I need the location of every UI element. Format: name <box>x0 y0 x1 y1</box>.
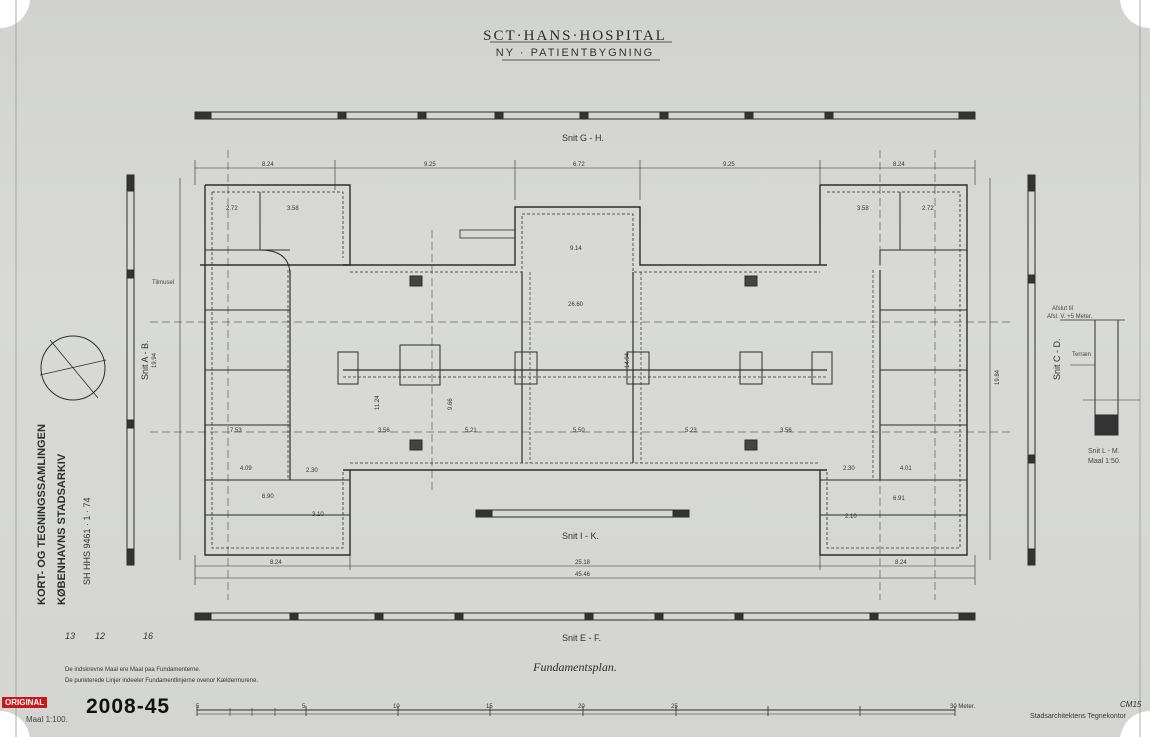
dim-overall: 45.46 <box>575 572 591 578</box>
dim-top-3: 6.72 <box>573 162 585 168</box>
scale-tick-25: 25 <box>671 704 678 710</box>
dim-room-753: 7.53 <box>230 428 242 434</box>
dim-room-2: 3.58 <box>287 206 299 212</box>
dim-room-310: 3.10 <box>312 512 324 518</box>
dim-room-356-left: 3.56 <box>378 428 390 434</box>
dim-room-230-right: 2.30 <box>843 466 855 472</box>
scale-tick-5: 5 <box>302 704 306 710</box>
section-label-l-m: Snit L - M. <box>1088 448 1120 455</box>
detail-scale: Maal 1:50. <box>1088 458 1121 465</box>
dim-room-210: 2.10 <box>845 514 857 520</box>
scale-tick-20: 20 <box>578 704 585 710</box>
signature-code: CM15 <box>1120 700 1142 709</box>
drawing-title: SCT·HANS·HOSPITAL <box>483 28 667 44</box>
dim-right-wing: 8.24 <box>895 560 907 566</box>
scale-tick-5a: 5 <box>196 704 200 710</box>
dim-room-3: 2.72 <box>922 206 934 212</box>
drawing-subtitle: NY · PATIENTBYGNING <box>495 47 655 59</box>
detail-note-1: Afslut til <box>1052 306 1074 312</box>
dim-room-401: 4.01 <box>900 466 912 472</box>
stamp-line-3: SH HHS 9461 · 1 · 74 <box>82 497 92 585</box>
dim-central-upper: 9.14 <box>570 246 582 252</box>
section-label-i-k: Snit I - K. <box>562 531 600 541</box>
archive-mark-1: 13 <box>65 631 76 641</box>
dim-room-1: 2.72 <box>226 206 238 212</box>
scale-unit: 30 Meter. <box>950 704 976 710</box>
dim-room-521: 5.21 <box>465 428 477 434</box>
archive-mark-3: 16 <box>143 631 154 641</box>
dim-room-691: 6.91 <box>893 496 905 502</box>
dim-room-523: 5.23 <box>685 428 697 434</box>
dim-central-length: 26.60 <box>568 302 584 308</box>
scale-tick-15: 15 <box>486 704 493 710</box>
archive-mark-2: 12 <box>95 631 106 641</box>
catalog-number: 2008-45 <box>86 695 171 718</box>
dim-middle: 25.18 <box>575 560 591 566</box>
dim-room-230-left: 2.30 <box>306 468 318 474</box>
scale-label: Maal 1:100. <box>26 715 68 724</box>
dim-room-4: 3.58 <box>857 206 869 212</box>
dim-side-right: 19.84 <box>995 369 1001 385</box>
dim-central-height: 14.94 <box>625 352 631 368</box>
section-label-g-h: Snit G - H. <box>562 133 605 143</box>
original-badge: ORIGINAL <box>2 697 48 708</box>
footnote-2: De punkterede Linjer indeeler Fundamentl… <box>65 678 259 684</box>
section-label-c-d: Snit C - D. <box>1052 338 1062 380</box>
dim-left-wing: 8.24 <box>270 560 282 566</box>
signature: Stadsarchitektens Tegnekontor <box>1030 713 1126 720</box>
dim-room-550: 5.50 <box>573 428 585 434</box>
archive-stamp: KORT- OG TEGNINGSSAMLINGEN KØBENHAVNS ST… <box>30 424 150 605</box>
dim-top-4: 9.25 <box>723 162 735 168</box>
stamp-line-2: KØBENHAVNS STADSARKIV <box>56 453 68 605</box>
dim-room-690: 6.90 <box>262 494 274 500</box>
dim-left-wing-top: 8.24 <box>262 162 274 168</box>
dim-room-966: 9.66 <box>448 398 454 410</box>
scale-tick-10: 10 <box>393 704 400 710</box>
label-tilmusel: Tilmusel <box>152 280 175 286</box>
dim-room-1124: 11.24 <box>375 395 381 410</box>
detail-note-2: Afsl. V. +5 Meter. <box>1047 314 1093 320</box>
section-label-a-b: Snit A - B. <box>140 340 150 380</box>
dim-room-409: 4.09 <box>240 466 252 472</box>
plan-title: Fundamentsplan. <box>533 660 617 674</box>
dim-top-2: 9.25 <box>424 162 436 168</box>
dim-side-left: 19.94 <box>152 352 158 368</box>
dim-top-5: 8.24 <box>893 162 905 168</box>
footnote-1: De indskrevne Maal ere Maal paa Fundamen… <box>65 667 201 673</box>
stamp-line-1: KORT- OG TEGNINGSSAMLINGEN <box>36 424 48 605</box>
section-label-e-f: Snit E - F. <box>562 633 602 643</box>
detail-note-3: Terræn <box>1072 352 1092 358</box>
dim-room-356-right: 3.56 <box>780 428 792 434</box>
